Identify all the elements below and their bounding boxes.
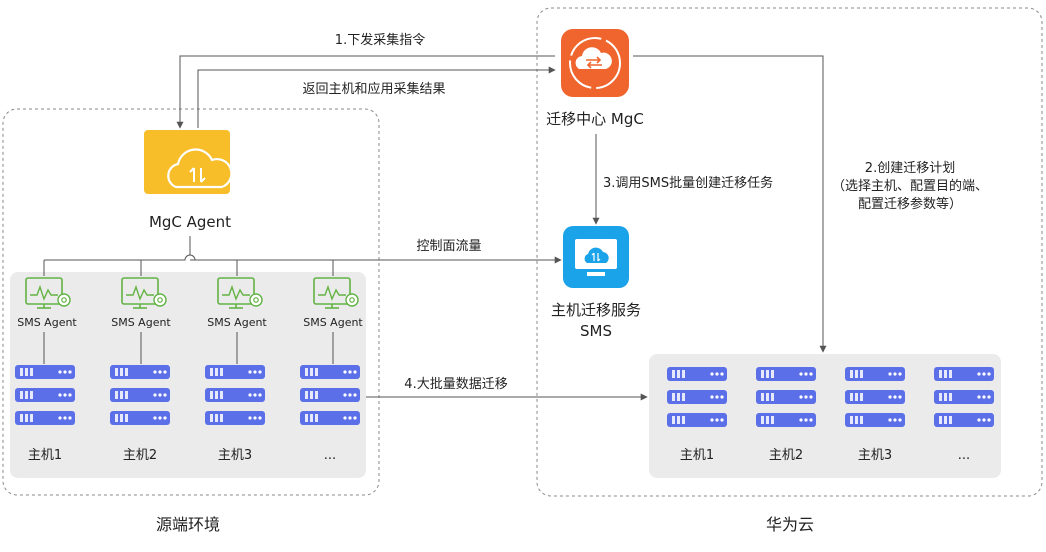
monitor-cloud-icon [563, 226, 629, 288]
sms-agent-label: SMS Agent [17, 316, 77, 329]
sms-agent-label: SMS Agent [207, 316, 267, 329]
source-environment-region [2, 108, 380, 496]
cloud-swap-icon [561, 29, 629, 97]
flow-line-step2 [633, 55, 827, 353]
server-stack-icon [845, 367, 905, 427]
target-host-label: ... [958, 448, 970, 463]
flow-label-step2-line3: 配置迁移参数等） [858, 196, 962, 212]
flow-label-step1: 1.下发采集指令 [335, 32, 425, 48]
sms-agent-label: SMS Agent [303, 316, 363, 329]
agent-label: MgC Agent [149, 213, 231, 231]
sms-label-line2: SMS [580, 322, 612, 340]
cloud-transfer-icon [144, 130, 233, 194]
source-host-label: 主机1 [28, 448, 62, 463]
source-region-title: 源端环境 [156, 515, 220, 534]
source-hosts-panel [10, 272, 366, 478]
source-host-label: 主机2 [123, 448, 157, 463]
server-stack-icon [15, 365, 75, 425]
flow-label-control: 控制面流量 [416, 239, 481, 254]
flow-line-return [197, 66, 556, 128]
source-host-label: 主机3 [218, 448, 252, 463]
sms-label-line1: 主机迁移服务 [551, 301, 641, 319]
sms-agent-label: SMS Agent [111, 316, 171, 329]
server-stack-icon [756, 367, 816, 427]
target-host-label: 主机2 [769, 448, 803, 463]
mgc-label: 迁移中心 MgC [546, 110, 644, 128]
flow-line-step1 [176, 55, 555, 129]
server-stack-icon [205, 365, 265, 425]
flow-label-step2-line2: （选择主机、配置目的端、 [832, 178, 988, 194]
huawei-cloud-region [536, 7, 1043, 497]
server-stack-icon [300, 365, 360, 425]
target-host-label: 主机1 [680, 448, 714, 463]
flow-label-return: 返回主机和应用采集结果 [302, 81, 445, 97]
huawei-region-title: 华为云 [766, 515, 814, 534]
server-stack-icon [667, 367, 727, 427]
target-host-label: 主机3 [858, 448, 892, 463]
server-stack-icon [110, 365, 170, 425]
flow-label-step2-line1: 2.创建迁移计划 [865, 161, 955, 176]
target-hosts-panel [649, 354, 1001, 478]
flow-label-step3: 3.调用SMS批量创建迁移任务 [603, 175, 773, 191]
server-stack-icon [934, 367, 994, 427]
flow-label-step4: 4.大批量数据迁移 [404, 377, 507, 392]
source-host-label: ... [324, 448, 336, 463]
